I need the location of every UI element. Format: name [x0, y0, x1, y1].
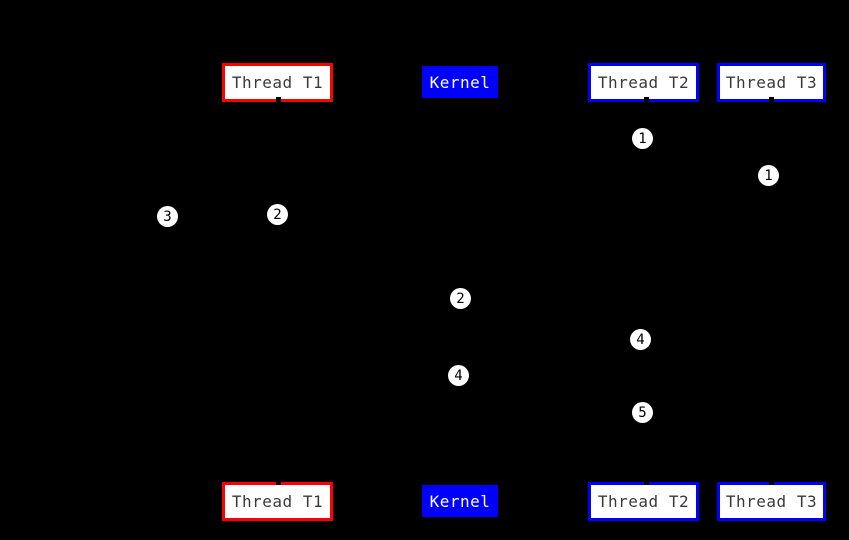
lifeline-tick-t1-top	[276, 97, 281, 103]
step-marker-1-thread-t3: 1	[758, 165, 779, 186]
step-marker-4-thread-t2: 4	[630, 329, 651, 350]
step-marker-3-left: 3	[157, 206, 178, 227]
node-kernel-top: Kernel	[422, 66, 498, 98]
step-marker-4-kernel: 4	[448, 365, 469, 386]
lifeline-tick-t3-top	[769, 97, 774, 103]
step-marker-2-kernel: 2	[450, 288, 471, 309]
node-kernel-bottom: Kernel	[422, 485, 498, 517]
lifeline-tick-t2-bottom	[644, 479, 649, 485]
step-marker-1-thread-t2: 1	[632, 128, 653, 149]
node-thread-t3-bottom: Thread T3	[717, 482, 826, 521]
node-thread-t1-top: Thread T1	[222, 63, 333, 102]
lifeline-tick-t3-bottom	[769, 479, 774, 485]
node-thread-t2-bottom: Thread T2	[588, 482, 699, 521]
lifeline-tick-t1-bottom	[276, 479, 281, 485]
lifeline-tick-t2-top	[644, 97, 649, 103]
node-thread-t1-bottom: Thread T1	[222, 482, 333, 521]
node-thread-t2-top: Thread T2	[588, 63, 699, 102]
node-thread-t3-top: Thread T3	[717, 63, 826, 102]
step-marker-5-thread-t2: 5	[632, 402, 653, 423]
step-marker-2-thread-t1: 2	[267, 204, 288, 225]
